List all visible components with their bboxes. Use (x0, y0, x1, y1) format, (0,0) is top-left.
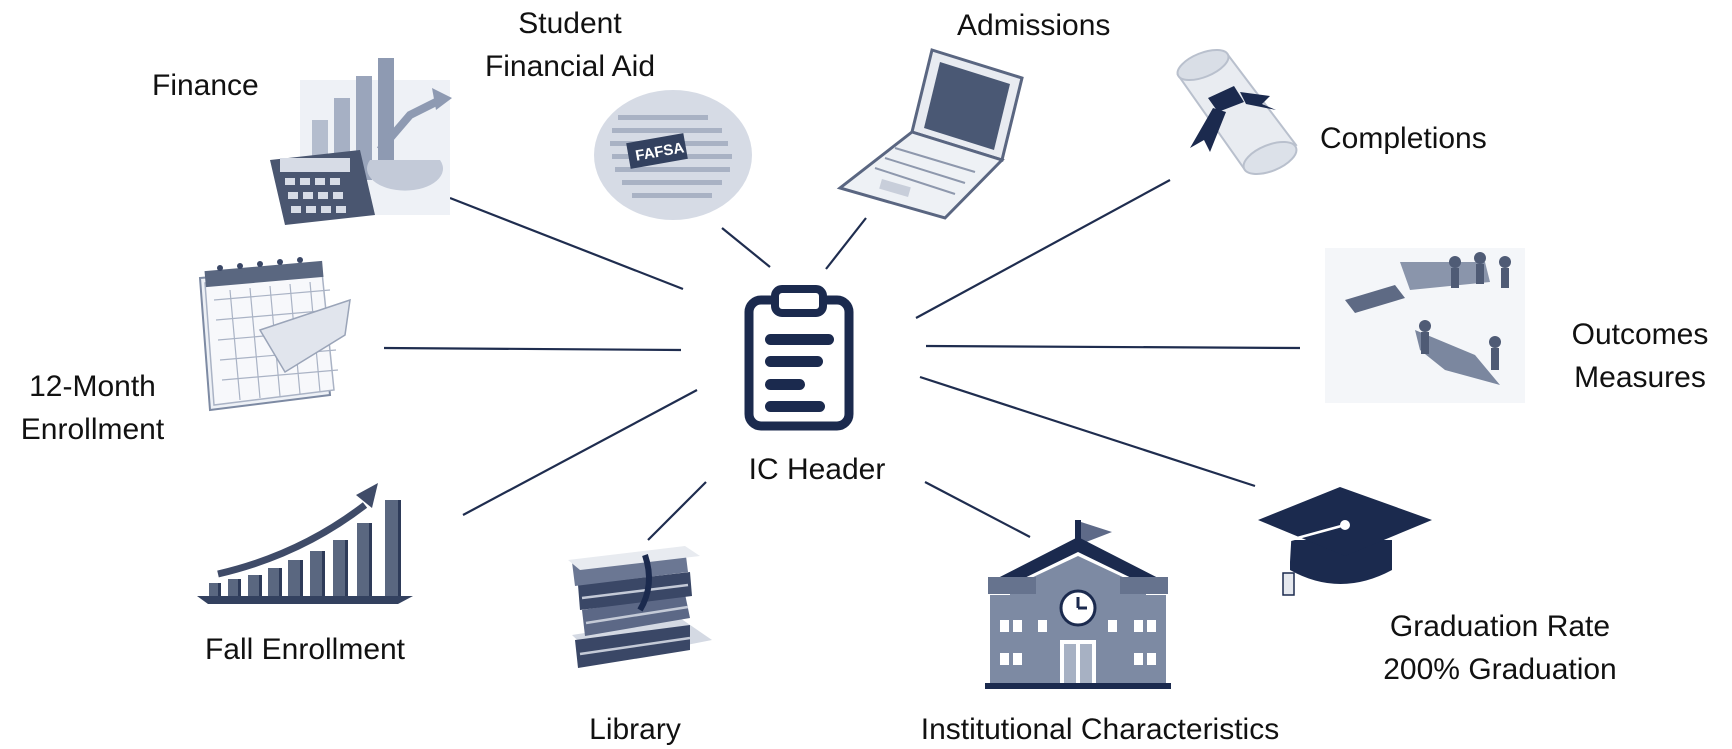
graduation-rate-label: Graduation Rate 200% Graduation (1360, 605, 1640, 691)
connector-admissions (825, 217, 867, 270)
puzzle-success-icon (1325, 248, 1525, 403)
connector-library (647, 481, 707, 541)
outcome-measures-line2: Measures (1574, 361, 1706, 394)
graduation-cap-icon (1258, 487, 1432, 596)
calendar-icon (198, 257, 351, 412)
graduation-rate-line1: Graduation Rate (1389, 610, 1611, 643)
diploma-scroll-icon (1176, 48, 1298, 175)
student-financial-aid-line1: Student (518, 7, 622, 40)
connector-12month (383, 346, 682, 352)
connector-fall (462, 389, 698, 516)
fall-enrollment-label: Fall Enrollment (204, 633, 406, 666)
book-stack-icon (568, 546, 712, 668)
connector-graduation (919, 375, 1256, 488)
connector-outcomes (925, 344, 1301, 350)
student-financial-aid-line2: Financial Aid (484, 50, 656, 83)
graduation-rate-line2: 200% Graduation (1383, 653, 1617, 686)
connector-institutional (924, 481, 1031, 538)
outcome-measures-label: Outcomes Measures (1555, 313, 1725, 399)
student-financial-aid-label: Student Financial Aid (470, 2, 670, 88)
connector-financial-aid (721, 227, 771, 268)
institutional-characteristics-label: Institutional Characteristics (920, 713, 1280, 746)
twelve-month-enrollment-line2: Enrollment (20, 413, 165, 446)
school-building-icon (985, 520, 1171, 689)
library-label: Library (589, 713, 681, 746)
completions-label: Completions (1320, 122, 1487, 155)
admissions-label: Admissions (957, 9, 1111, 42)
fafsa-form-icon: FAFSA (594, 90, 752, 220)
connector-completions (915, 179, 1171, 319)
clipboard-icon (740, 282, 858, 432)
finance-label: Finance (152, 69, 259, 102)
finance-calculator-chart-icon (270, 58, 452, 225)
laptop-icon (836, 48, 1024, 220)
center-label: IC Header (748, 453, 886, 486)
growth-bar-chart-icon (197, 483, 413, 604)
connector-finance (449, 196, 684, 291)
outcome-measures-line1: Outcomes (1571, 318, 1709, 351)
twelve-month-enrollment-line1: 12-Month (29, 370, 156, 403)
twelve-month-enrollment-label: 12-Month Enrollment (5, 365, 180, 451)
